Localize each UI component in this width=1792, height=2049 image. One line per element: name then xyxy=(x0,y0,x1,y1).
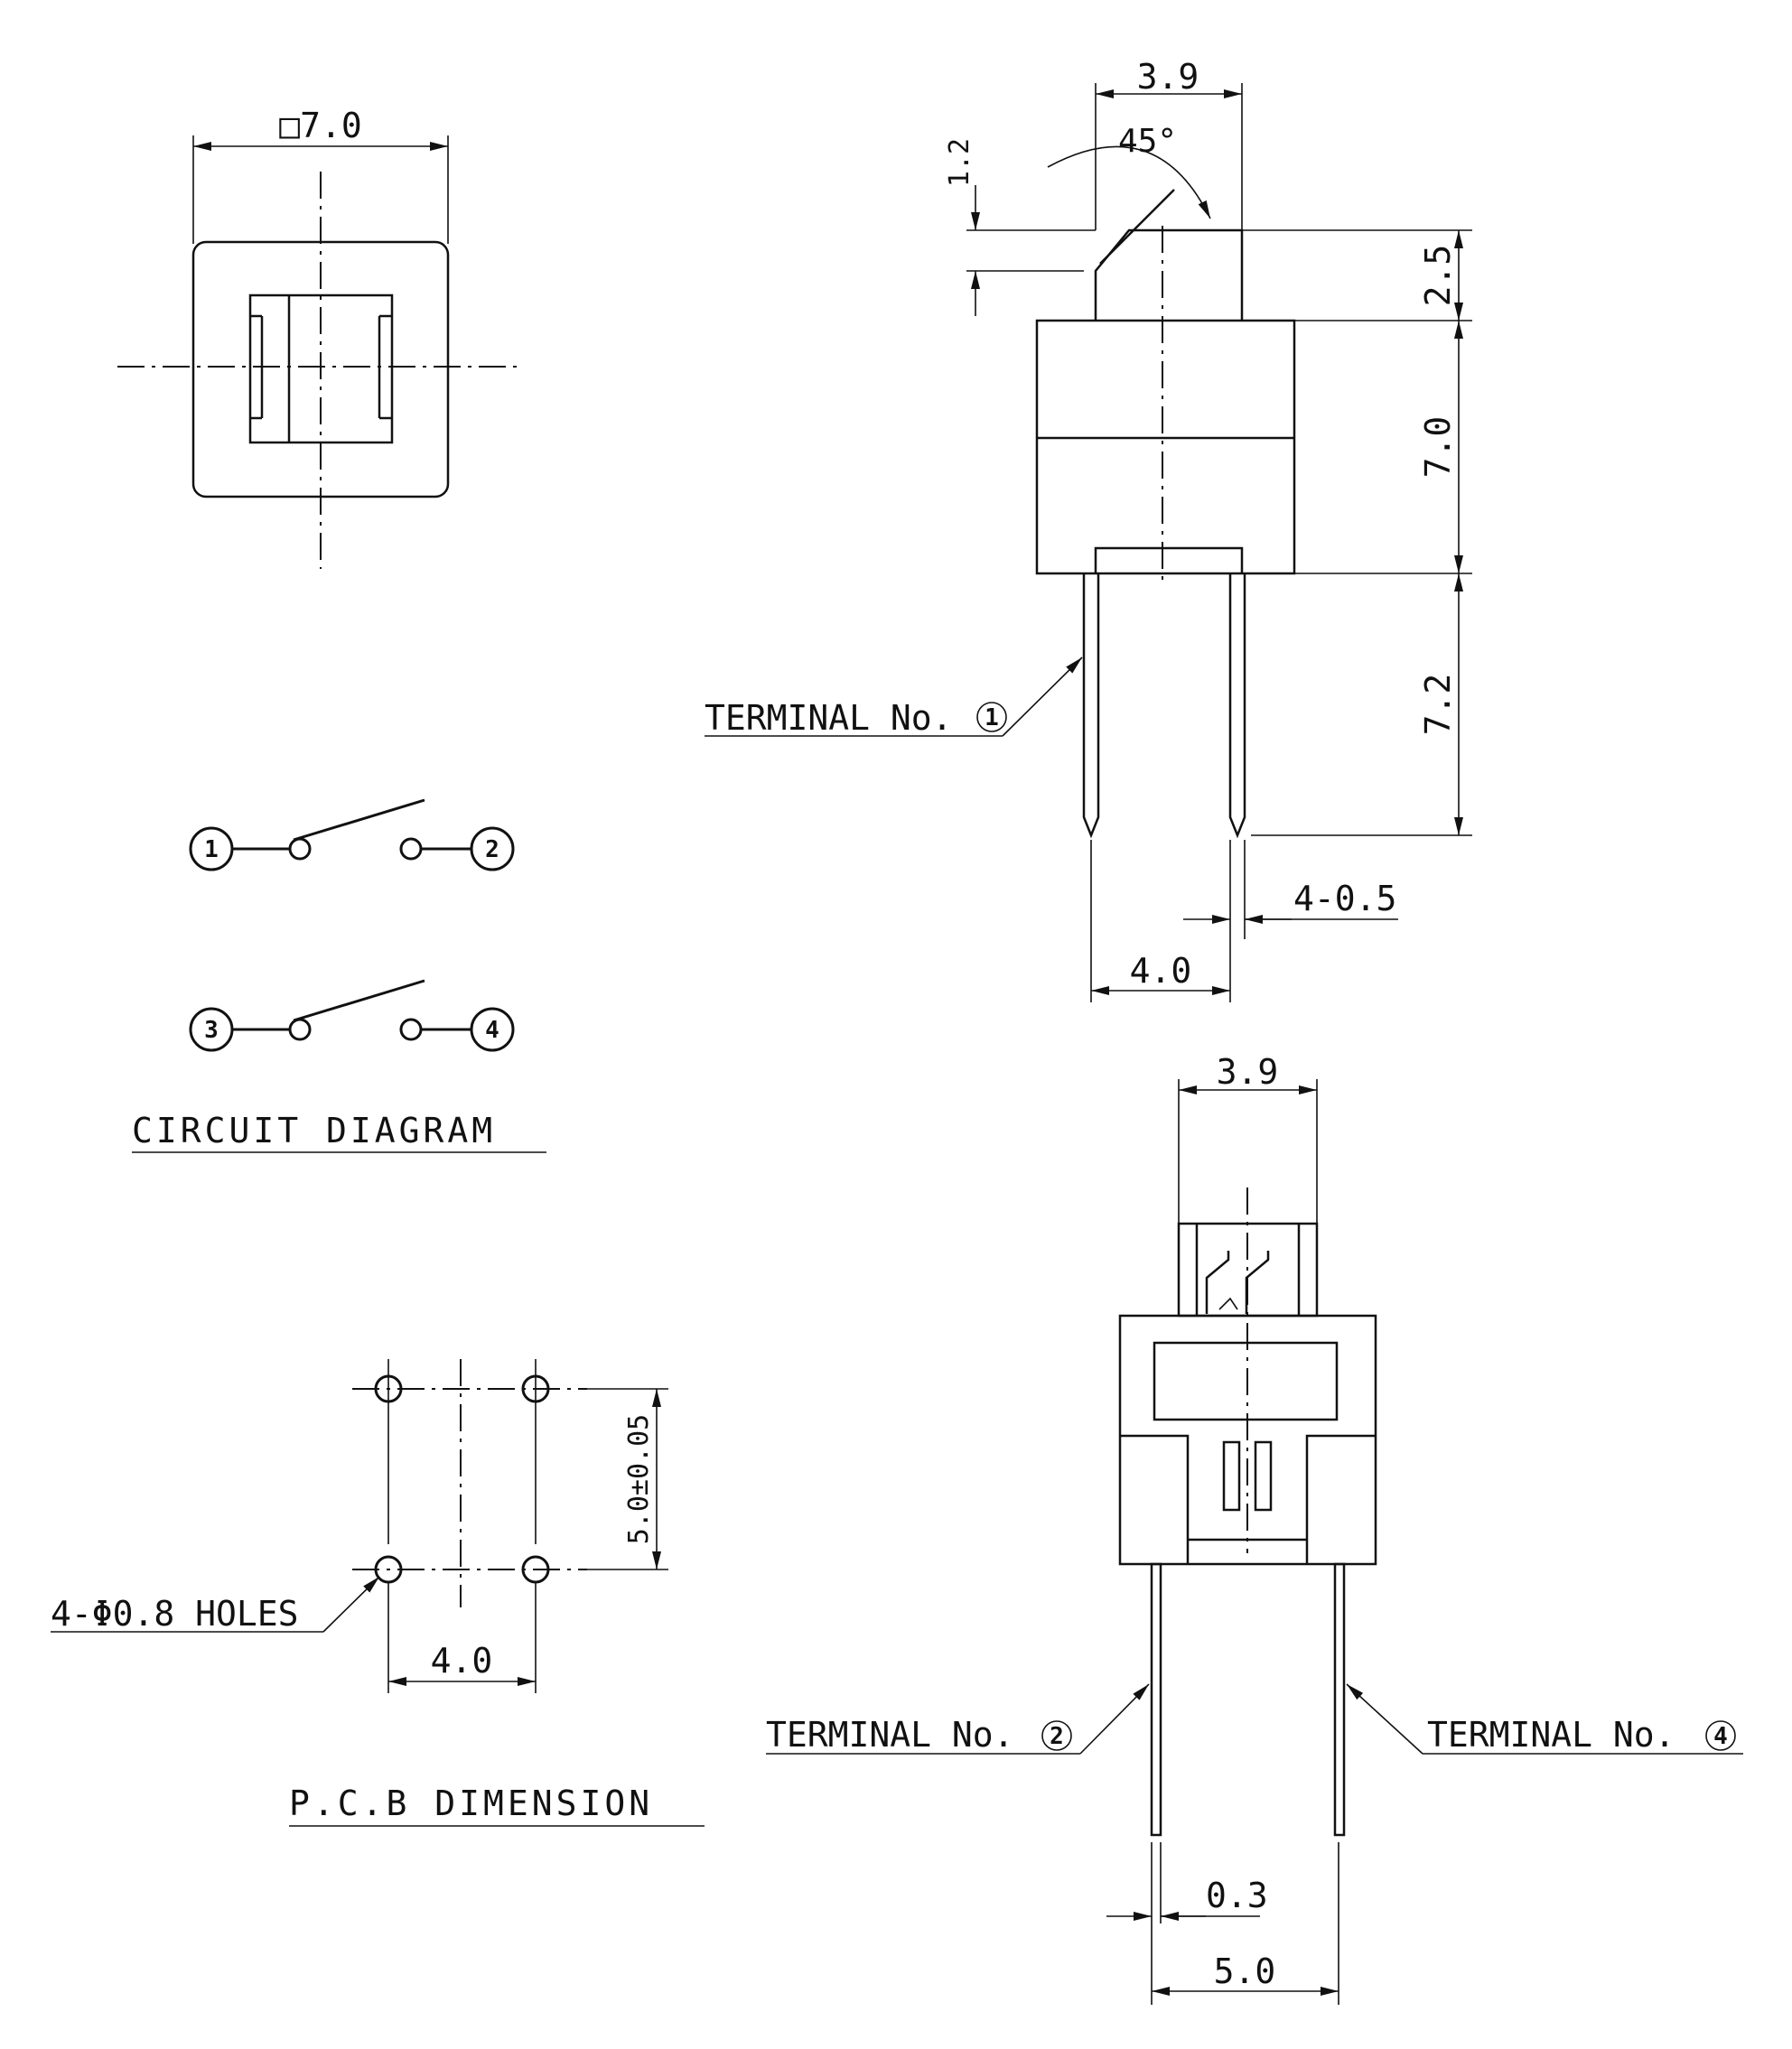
top-width-label: □7.0 xyxy=(279,106,362,145)
top-view: □7.0 xyxy=(117,106,524,569)
terminal-4-number: 4 xyxy=(1713,1723,1728,1750)
side-top-width-label: 3.9 xyxy=(1137,57,1199,97)
side-view: 3.9 45° 1.2 2.5 7.0 7.2 xyxy=(705,57,1472,1002)
terminal-1-label: TERMINAL No. xyxy=(705,698,953,738)
front-view: 3.9 0.3 5.0 TERMINAL No. xyxy=(766,1052,1743,2005)
terminal-2-label: TERMINAL No. xyxy=(766,1715,1014,1755)
body-height-label: 7.0 xyxy=(1418,416,1458,479)
front-pin-thickness-label: 0.3 xyxy=(1206,1876,1268,1915)
pcb-dimension: 5.0±0.05 4.0 4-Φ0.8 HOLES P.C.B DIMENSIO… xyxy=(51,1359,705,1827)
circuit-terminal-2: 2 xyxy=(485,836,499,863)
terminal-1-number: 1 xyxy=(985,704,999,731)
pin-spacing-label: 4.0 xyxy=(1130,951,1192,991)
circuit-diagram: 1 2 3 4 CIRCUIT DIAGRAM xyxy=(132,798,546,1153)
pin-thickness-label: 4-0.5 xyxy=(1293,879,1396,918)
circuit-title: CIRCUIT DIAGRAM xyxy=(132,1111,496,1150)
cap-height-label: 2.5 xyxy=(1418,245,1458,307)
front-top-width-label: 3.9 xyxy=(1217,1052,1279,1092)
terminal-4-label: TERMINAL No. xyxy=(1427,1715,1675,1755)
circuit-terminal-1: 1 xyxy=(204,836,219,863)
pcb-vertical-spacing: 5.0±0.05 xyxy=(623,1414,655,1545)
terminal-2-number: 2 xyxy=(1050,1723,1064,1750)
circuit-terminal-3: 3 xyxy=(204,1017,219,1044)
pcb-holes-label: 4-Φ0.8 HOLES xyxy=(51,1594,299,1634)
circuit-terminal-4: 4 xyxy=(485,1017,499,1044)
cap-offset-label: 1.2 xyxy=(944,138,975,187)
pin-length-label: 7.2 xyxy=(1418,674,1458,736)
front-pin-spacing-label: 5.0 xyxy=(1214,1951,1276,1991)
pcb-horizontal-spacing: 4.0 xyxy=(431,1641,493,1681)
angle-label: 45° xyxy=(1118,123,1177,160)
pcb-title: P.C.B DIMENSION xyxy=(289,1784,653,1823)
